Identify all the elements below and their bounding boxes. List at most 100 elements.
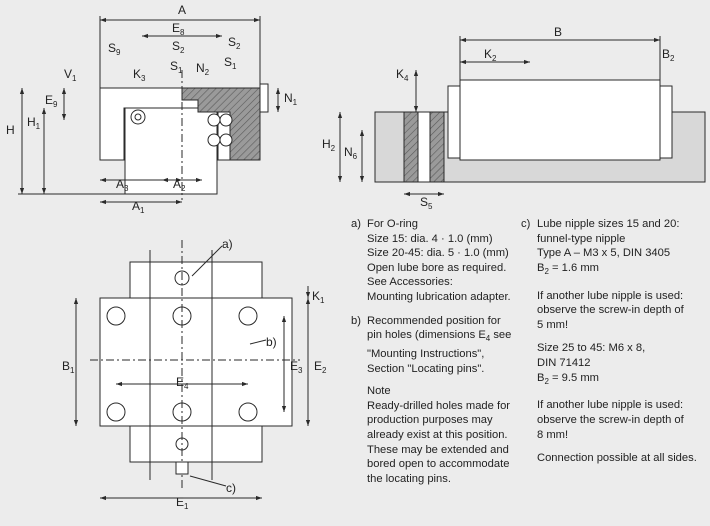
dimension-subscript: 3 [141, 74, 146, 83]
note-c-b2-value: = 1.6 mm [552, 261, 599, 274]
dimension-subscript: 2 [670, 54, 675, 63]
dimension-subscript: 2 [205, 68, 210, 77]
dimension-letter: N [344, 145, 353, 159]
dimension-label-side_view: E9 [45, 93, 58, 109]
dimension-letter: E [176, 495, 184, 509]
carriage-long [459, 79, 661, 161]
note-b-line: "Mounting Instructions", [367, 347, 485, 360]
note-a-line: Mounting lubrication adapter. [367, 290, 511, 303]
dimension-label-front_view: K2 [484, 47, 497, 63]
dimension-label-side_view: A [178, 3, 186, 17]
dimension-letter: S [108, 41, 116, 55]
dimension-subscript: 1 [293, 98, 298, 107]
dimension-letter: S [170, 59, 178, 73]
dimension-letter: K [396, 67, 404, 81]
dimension-label-front_view: K4 [396, 67, 409, 83]
dimension-subscript: 2 [331, 144, 336, 153]
dimension-subscript: 1 [140, 206, 145, 215]
note-c-line: Size 25 to 45: M6 x 8, [537, 342, 646, 355]
dimension-label-front_view: S5 [420, 195, 433, 211]
dimension-subscript: 6 [353, 152, 358, 161]
end-seal [259, 83, 269, 113]
dimension-label-front_view: H2 [322, 137, 336, 153]
dimension-label-side_view: A2 [173, 177, 186, 193]
dimension-label-top_view: E4 [176, 375, 189, 391]
note-b-note-line: Ready-drilled holes made for [367, 399, 511, 412]
mounting-hole [172, 402, 192, 422]
dimension-label-side_view: A3 [116, 177, 129, 193]
notes-column-left: a) For O-ring Size 15: dia. 4 · 1.0 (mm)… [351, 217, 521, 486]
note-c: c) Lube nipple sizes 15 and 20: funnel-t… [521, 217, 707, 466]
dimension-subscript: 1 [178, 66, 183, 75]
note-c-b-sub: 2 [544, 267, 549, 277]
note-a-line: Size 20-45: dia. 5 · 1.0 (mm) [367, 247, 509, 260]
dimension-label-top_view: K1 [312, 289, 325, 305]
note-b-note-line: Note [367, 385, 391, 398]
callout-label: a) [222, 237, 233, 251]
dimension-label-side_view: A1 [132, 199, 145, 215]
dimension-letter: K [312, 289, 320, 303]
dimension-label-side_view: S2 [228, 35, 241, 51]
dimension-label-side_view: S1 [170, 59, 183, 75]
note-b-note-line: bored open to accommodate [367, 458, 510, 471]
dimension-subscript: 1 [72, 74, 77, 83]
dimension-letter: A [116, 177, 124, 191]
dimension-label-side_view: V1 [64, 67, 77, 83]
note-b-line: Recommended position for [367, 314, 501, 327]
note-a: a) For O-ring Size 15: dia. 4 · 1.0 (mm)… [351, 217, 521, 305]
ball [207, 133, 221, 147]
note-b-text: pin holes (dimensions [367, 329, 479, 342]
dimension-letter: H [6, 123, 15, 137]
note-c-line: observe the screw-in depth of [537, 304, 684, 317]
note-c-line: Connection possible at all sides. [537, 452, 697, 465]
dimension-subscript: 1 [36, 122, 41, 131]
dimension-label-front_view: B2 [662, 47, 675, 63]
dimension-subscript: 2 [236, 42, 241, 51]
note-b-note-line: production purposes may [367, 414, 493, 427]
dimension-label-top_view: E1 [176, 495, 189, 511]
dimension-letter: S [228, 35, 236, 49]
front-view [337, 36, 706, 197]
dimension-letter: H [27, 115, 36, 129]
bore-hole [417, 111, 431, 183]
note-a-line: Size 15: dia. 4 · 1.0 (mm) [367, 232, 493, 245]
note-c-b2-line: B2 = 9.5 mm [537, 371, 707, 390]
side-view [18, 16, 281, 205]
dimension-letter: B [554, 25, 562, 39]
mounting-hole [172, 306, 192, 326]
dimension-label-top_view: E3 [290, 359, 303, 375]
dimension-letter: A [178, 3, 186, 17]
dimension-subscript: 2 [180, 46, 185, 55]
note-b-e-sub: 4 [485, 334, 491, 344]
note-b: b) Recommended position for pin holes (d… [351, 314, 521, 487]
dimension-letter: E [314, 359, 322, 373]
dimension-letter: A [132, 199, 140, 213]
dimension-subscript: 2 [492, 54, 497, 63]
note-c-line: DIN 71412 [537, 356, 591, 369]
ball [207, 113, 221, 127]
note-b-note-line: These may be extended and [367, 443, 509, 456]
nipple-body [175, 461, 189, 475]
dimension-letter: E [290, 359, 298, 373]
dimension-letter: A [173, 177, 181, 191]
top-view [73, 240, 311, 501]
note-b-line: Section "Locating pins". [367, 362, 485, 375]
note-c-line: funnel-type nipple [537, 232, 626, 245]
lube-nipple-top [175, 437, 189, 451]
dimension-label-side_view: S9 [108, 41, 121, 57]
lube-nipple-side [130, 109, 146, 125]
dimension-subscript: 4 [184, 382, 189, 391]
callout-label: c) [226, 481, 236, 495]
note-c-line: If another lube nipple is used: [537, 399, 684, 412]
dimension-label-top_view: B1 [62, 359, 75, 375]
dimension-letter: S [172, 39, 180, 53]
dimension-letter: N [196, 61, 205, 75]
dimension-letter: N [284, 91, 293, 105]
flange-top [99, 297, 293, 427]
dimension-subscript: 9 [116, 48, 121, 57]
callout-label: b) [266, 335, 277, 349]
dimension-subscript: 1 [70, 366, 75, 375]
dimension-label-side_view: N1 [284, 91, 298, 107]
mounting-hole [106, 402, 126, 422]
note-b-e-letter: E [478, 329, 486, 342]
